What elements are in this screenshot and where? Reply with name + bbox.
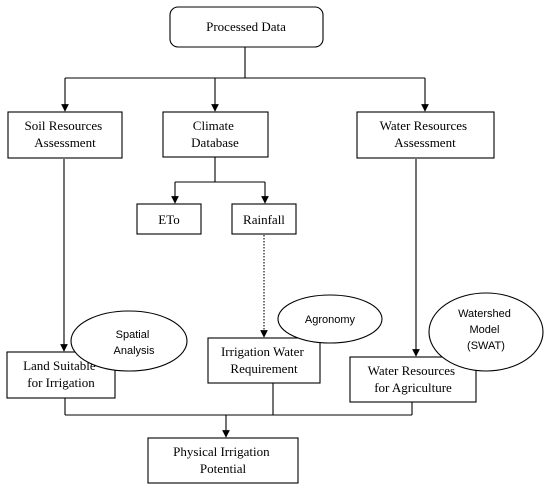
node-climate-database: Climate Database — [162, 111, 269, 158]
node-rainfall-label: Rainfall — [243, 212, 285, 227]
node-potential-line-1: Physical Irrigation — [173, 444, 270, 459]
node-eto-label: ETo — [158, 212, 179, 227]
node-land-line-1: Land Suitable — [23, 358, 96, 373]
node-water-resources-assessment: Water Resources Assessment — [356, 111, 495, 159]
oval-spatial-analysis: Spatial Analysis — [70, 310, 188, 372]
svg-text:Irrigation Water Require: Irrigation Water Requirement — [221, 344, 307, 376]
svg-text:ETo: ETo — [158, 212, 179, 227]
oval-watershed-line-1: Watershed — [458, 308, 511, 320]
oval-watershed-model: Watershed Model (SWAT) — [428, 292, 544, 372]
oval-agronomy-label: Agronomy — [305, 314, 356, 326]
svg-text:Water Resources for Agri: Water Resources for Agriculture — [368, 363, 459, 395]
node-climate-line-2: Database — [191, 135, 239, 150]
svg-text:Watershed Model (S: Watershed Model (SWAT) — [458, 308, 514, 352]
node-soil-line-2: Assessment — [34, 135, 96, 150]
svg-text:Soil Resources Assessmen: Soil Resources Assessment — [25, 118, 106, 150]
node-processed-data: Processed Data — [169, 6, 324, 48]
node-eto: ETo — [136, 203, 202, 235]
node-soil-resources: Soil Resources Assessment — [7, 111, 123, 159]
oval-spatial-line-1: Spatial — [116, 329, 150, 341]
svg-text:Processed Data: Processed Data — [206, 19, 286, 34]
node-water-line-2: Assessment — [394, 135, 456, 150]
node-land-line-2: for Irrigation — [27, 375, 95, 390]
node-irrigation-line-1: Irrigation Water — [221, 344, 304, 359]
svg-text:Water Resources Assessme: Water Resources Assessment — [380, 118, 471, 150]
node-soil-line-1: Soil Resources — [25, 118, 103, 133]
oval-watershed-line-3: (SWAT) — [467, 340, 505, 352]
oval-spatial-line-2: Analysis — [114, 345, 155, 357]
node-climate-line-1: Climate — [193, 118, 234, 133]
svg-text:Agronomy: Agronomy — [305, 314, 356, 326]
node-irrigation-water-requirement: Irrigation Water Requirement — [207, 337, 321, 384]
node-physical-irrigation-potential: Physical Irrigation Potential — [147, 437, 299, 484]
oval-agronomy: Agronomy — [277, 294, 383, 344]
node-rainfall: Rainfall — [231, 203, 297, 235]
svg-text:Climate Database: Climate Database — [191, 118, 239, 150]
svg-text:Rainfall: Rainfall — [243, 212, 285, 227]
node-water-ag-line-2: for Agriculture — [374, 380, 452, 395]
node-irrigation-line-2: Requirement — [230, 361, 298, 376]
node-potential-line-2: Potential — [200, 461, 247, 476]
node-water-ag-line-1: Water Resources — [368, 363, 455, 378]
svg-text:Physical Irrigation Pote: Physical Irrigation Potential — [173, 444, 273, 476]
node-processed-data-line-1: Processed Data — [206, 19, 286, 34]
svg-text:Spatial Analysis: Spatial Analysis — [114, 329, 155, 357]
connectors — [60, 47, 429, 438]
svg-text:Land Suitable for Irriga: Land Suitable for Irrigation — [23, 358, 99, 390]
node-water-line-1: Water Resources — [380, 118, 467, 133]
oval-watershed-line-2: Model — [469, 324, 499, 336]
